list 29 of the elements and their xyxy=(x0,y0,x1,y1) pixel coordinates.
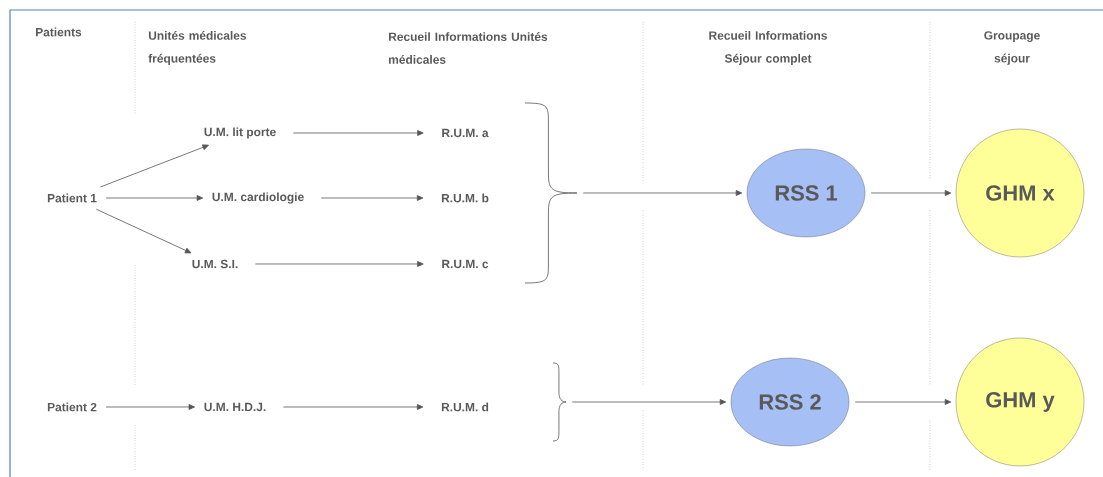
arrow xyxy=(582,190,743,196)
column-header: Recueil Informations Unités médicales xyxy=(389,32,548,64)
brace xyxy=(524,102,578,284)
brace xyxy=(552,362,567,442)
column-header: Recueil Informations Séjour complet xyxy=(709,30,827,66)
arrow xyxy=(95,208,192,254)
column-header: Patients xyxy=(36,27,82,37)
arrow xyxy=(100,144,209,188)
arrow xyxy=(870,190,952,196)
arrow xyxy=(854,399,952,405)
arrow xyxy=(255,261,424,267)
node-label: R.U.M. c xyxy=(442,259,489,269)
node-label: U.M. lit porte xyxy=(204,127,276,139)
node-label: U.M. cardiologie xyxy=(212,192,304,204)
node-label: R.U.M. b xyxy=(441,193,489,203)
node-label: Patient 2 xyxy=(47,402,97,412)
node-label: R.U.M. a xyxy=(442,128,489,138)
arrow xyxy=(571,399,727,405)
arrow xyxy=(283,404,424,410)
arrow xyxy=(105,404,195,410)
node-label: U.M. H.D.J. xyxy=(204,402,266,412)
column-header: Groupage séjour xyxy=(984,31,1040,65)
node-label: U.M. S.I. xyxy=(192,259,238,269)
arrow xyxy=(293,130,424,136)
node-label: R.U.M. d xyxy=(441,402,489,412)
node-label: Patient 1 xyxy=(47,193,97,203)
arrow xyxy=(105,195,204,201)
column-header: Unités médicales fréquentées xyxy=(148,30,247,66)
arrow xyxy=(320,195,424,201)
